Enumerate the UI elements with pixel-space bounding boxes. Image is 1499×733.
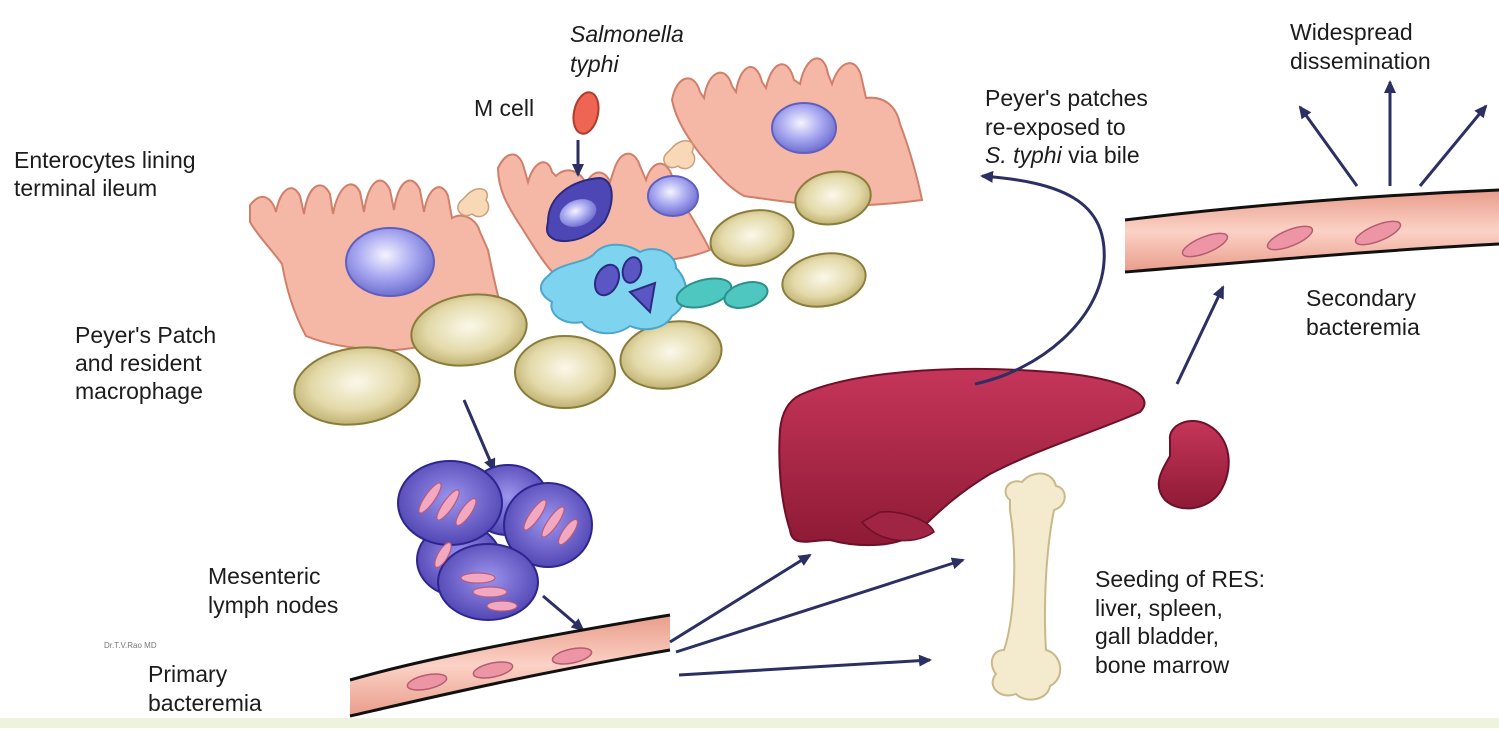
blood-to-marrow-arrow: [679, 660, 930, 675]
label-res-2: liver, spleen,: [1095, 595, 1223, 621]
credit-text: Dr.T.V.Rao MD: [104, 641, 157, 650]
label-peyers-1: Peyer's Patch: [75, 322, 216, 348]
label-primary-2: bacteremia: [148, 690, 262, 716]
bile-return-arrow: [975, 176, 1104, 384]
label-reexposed-3: S. typhi via bile: [985, 142, 1140, 168]
label-secondary-2: bacteremia: [1306, 314, 1420, 340]
blood-to-liver-arrow: [670, 555, 810, 642]
label-enterocytes-2: terminal ileum: [14, 175, 157, 201]
label-widespread-1: Widespread: [1290, 19, 1413, 45]
lymph-to-blood-arrow: [543, 596, 583, 630]
label-enterocytes-1: Enterocytes lining: [14, 147, 196, 173]
label-peyers-2: and resident: [75, 350, 202, 376]
label-res-1: Seeding of RES:: [1095, 566, 1265, 592]
label-widespread-2: dissemination: [1290, 48, 1431, 74]
dissemination-arrow-left: [1300, 107, 1357, 186]
bone-icon: [992, 473, 1065, 699]
label-secondary-1: Secondary: [1306, 285, 1416, 311]
label-m-cell: M cell: [474, 95, 534, 121]
label-res-4: bone marrow: [1095, 652, 1230, 678]
nucleus-icon: [346, 228, 434, 296]
blood-vessel-secondary: [1125, 190, 1499, 272]
dissemination-arrow-right: [1420, 106, 1486, 186]
liver-icon: [779, 369, 1144, 545]
label-salmonella-1: Salmonella: [570, 21, 684, 47]
label-reexposed-3-italic: S. typhi: [985, 142, 1063, 168]
patch-to-lymph-arrow: [464, 400, 494, 470]
label-peyers-3: macrophage: [75, 378, 203, 404]
label-salmonella-2: typhi: [570, 51, 619, 77]
label-reexposed-3-rest: via bile: [1062, 142, 1140, 168]
blood-vessel-primary: [350, 615, 670, 716]
label-mesenteric-2: lymph nodes: [208, 592, 338, 618]
lymph-nodes: [398, 461, 592, 620]
label-res-3: gall bladder,: [1095, 623, 1219, 649]
salmonella-bacterium-icon: [570, 90, 602, 136]
label-reexposed-2: re-exposed to: [985, 114, 1126, 140]
label-reexposed-1: Peyer's patches: [985, 85, 1148, 111]
enterocyte-right: [672, 58, 922, 206]
bottom-band: [0, 718, 1499, 728]
label-primary-1: Primary: [148, 661, 228, 687]
label-mesenteric-1: Mesenteric: [208, 563, 320, 589]
res-to-secondary-arrow: [1177, 287, 1223, 384]
blood-to-spleen-arrow: [676, 560, 963, 652]
spleen-icon: [1159, 421, 1229, 508]
